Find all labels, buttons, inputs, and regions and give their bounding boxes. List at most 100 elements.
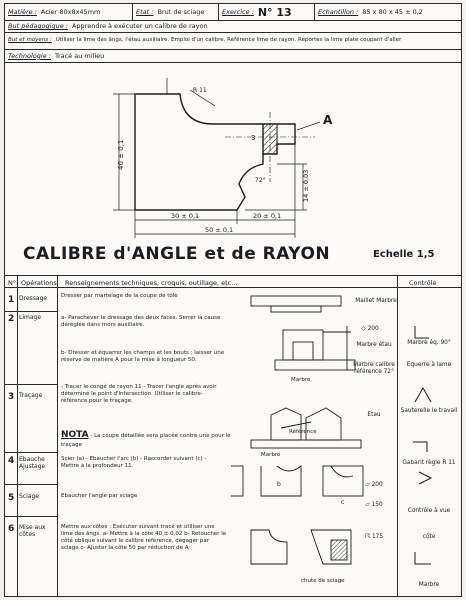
ctrl-marbre: Marbre <box>418 582 440 588</box>
etat-value: Brut de sciage <box>157 7 205 16</box>
dim-height-14: 14 ± 0,03 <box>302 170 310 202</box>
row-num: 4 <box>8 456 15 466</box>
ctrl-etau: Etau <box>367 412 381 418</box>
ctrl-equerre: Equerre à lame <box>406 362 452 368</box>
sketch-label-reference: Référence <box>289 428 317 435</box>
row-num: 6 <box>8 524 15 534</box>
matiere-cell: Matière : Acier 80x8x45mm <box>5 4 133 20</box>
tool-size: 200 <box>367 326 379 332</box>
info-row-1: Dresser par martelage de la coupe de tôl… <box>61 293 178 299</box>
col-divider <box>17 275 18 596</box>
tool-size: 150 <box>371 502 383 508</box>
row-num: 3 <box>8 392 15 402</box>
col-operation: Opérations <box>21 279 57 287</box>
exercice-label: Exercice : <box>222 7 254 16</box>
sketch-label-marbre: Marbre <box>291 377 311 383</box>
op-row-4: 4 Ebauche Ajustage <box>8 456 57 471</box>
nota-text: - La coupe détaillée sera placée contre … <box>61 433 231 448</box>
moyens-cell: But et moyens : Utiliser la lime des âng… <box>5 33 461 49</box>
matiere-value: Acier 80x8x45mm <box>40 7 101 16</box>
sketch-label-marbre-2: Marbre <box>261 452 281 458</box>
moyens-row: But et moyens : Utiliser la lime des âng… <box>5 33 461 50</box>
etat-label: Etat : <box>136 7 154 16</box>
row-divider <box>5 452 57 453</box>
caliper-icon <box>414 386 432 403</box>
ctrl-maillet: Maillet Marbre <box>355 298 397 304</box>
square-icon <box>414 552 431 565</box>
technologie-text: Tracé au milieu <box>54 51 105 60</box>
sketch-label-chute: chute de sciage <box>301 578 345 584</box>
info-row-3: - Tracer le congé de rayon 11 - Tracer l… <box>61 384 217 405</box>
dim-angle-72: 72° <box>255 177 266 184</box>
dim-width-20: 20 ± 0,1 <box>253 212 281 220</box>
tool-lime-150: ▱ 150 <box>365 502 383 508</box>
tool-lime-200: ◇ 200 <box>361 326 379 332</box>
dim-height-40: 40 ± 0,1 <box>117 140 125 170</box>
op-label: Sciage <box>19 493 39 500</box>
technologie-cell: Technologie : Tracé au milieu <box>5 50 461 62</box>
ctrl-sauterelle: Sauterelle le travail <box>400 408 458 414</box>
scale-label: Echelle 1,5 <box>373 249 435 260</box>
technical-drawing: 40 ± 0,1 14 ± 0,03 30 ± 0,1 20 ± 0,1 50 … <box>113 78 333 238</box>
tool-lime-175: ☈ 175 <box>364 534 384 540</box>
exercice-value: N° 13 <box>257 5 292 19</box>
nota-label: NOTA <box>61 430 89 440</box>
but-label: But pédagogique : <box>8 22 68 31</box>
ctrl-marbre-eq90: Marbre éq. 90° <box>407 340 451 346</box>
dim-width-30: 30 ± 0,1 <box>171 212 199 220</box>
col-controle: Contrôle <box>409 279 437 287</box>
info-row-2b: b- Dresser et équarrer les champs et les… <box>61 350 225 364</box>
echantillon-cell: Echantillon : 85 x 80 x 45 ± 0,2 <box>315 4 461 20</box>
row-num: 1 <box>8 295 15 305</box>
matiere-label: Matière : <box>8 7 37 16</box>
square-icon <box>414 326 429 339</box>
tool-lime-200b: ▱ 200 <box>365 482 383 488</box>
row-divider <box>5 516 57 517</box>
table-header: N° Opérations Renseignements techniques,… <box>5 275 461 288</box>
technologie-row: Technologie : Tracé au milieu <box>5 50 461 63</box>
row-divider <box>5 484 57 485</box>
dim-radius: R 11 <box>193 87 207 94</box>
reference-a: A <box>323 113 333 127</box>
col-divider <box>57 275 58 596</box>
moyens-label: But et moyens : <box>8 37 52 44</box>
but-text: Apprendre à exécuter un calibre de rayon <box>71 22 208 31</box>
ctrl-cote: côte <box>422 534 436 540</box>
header-row: Matière : Acier 80x8x45mm Etat : Brut de… <box>5 4 461 21</box>
exercice-cell: Exercice : N° 13 <box>219 4 315 20</box>
dim-width-50: 50 ± 0,1 <box>205 226 233 234</box>
row-divider <box>5 311 57 312</box>
moyens-text: Utiliser la lime des ângs, l'étau auxili… <box>55 37 402 44</box>
info-row-3-nota: NOTA - La coupe détaillée sera placée co… <box>61 430 231 449</box>
ctrl-calibre-ref: Marbre calibre référence 72° <box>353 362 395 376</box>
page-title: CALIBRE d'ANGLE et de RAYON <box>23 244 331 264</box>
info-row-5: Ebaucher l'angle par sciage <box>61 493 138 499</box>
info-row-6: Mettre aux côtes : Exécuter suivant trac… <box>61 524 227 552</box>
control-icons <box>413 326 433 565</box>
col-divider <box>397 275 398 596</box>
info-row-4: Scier (a) - Ebaucher l'arc (b) - Raccord… <box>61 456 207 470</box>
ctrl-gabarit: Gabarit règle R 11 <box>402 460 456 466</box>
sketch-label-c: c <box>341 499 344 506</box>
sketch-label-b: b <box>277 481 281 488</box>
square-icon <box>413 441 428 452</box>
echantillon-label: Echantillon : <box>318 7 359 16</box>
col-num: N° <box>8 279 17 287</box>
op-label: Limage <box>19 314 42 321</box>
ctrl-vue: Contrôle à vue <box>407 508 451 514</box>
op-label: Ebauche Ajustage <box>19 456 46 471</box>
but-row: But pédagogique : Apprendre à exécuter u… <box>5 21 461 33</box>
etat-cell: Etat : Brut de sciage <box>133 4 219 20</box>
row-num: 5 <box>8 493 15 503</box>
op-row-5: 5 Sciage <box>8 493 57 503</box>
process-sketches: Marbre Référence Marbre a b c chute de s… <box>231 295 364 584</box>
but-cell: But pédagogique : Apprendre à exécuter u… <box>5 21 461 32</box>
tool-size: 175 <box>371 534 384 540</box>
info-row-2a: a- Parachever le dressage des deux faces… <box>61 315 221 329</box>
ctrl-marbre-etau: Marbre étau <box>356 342 392 348</box>
col-renseignements: Renseignements techniques, croquis, outi… <box>65 279 238 287</box>
